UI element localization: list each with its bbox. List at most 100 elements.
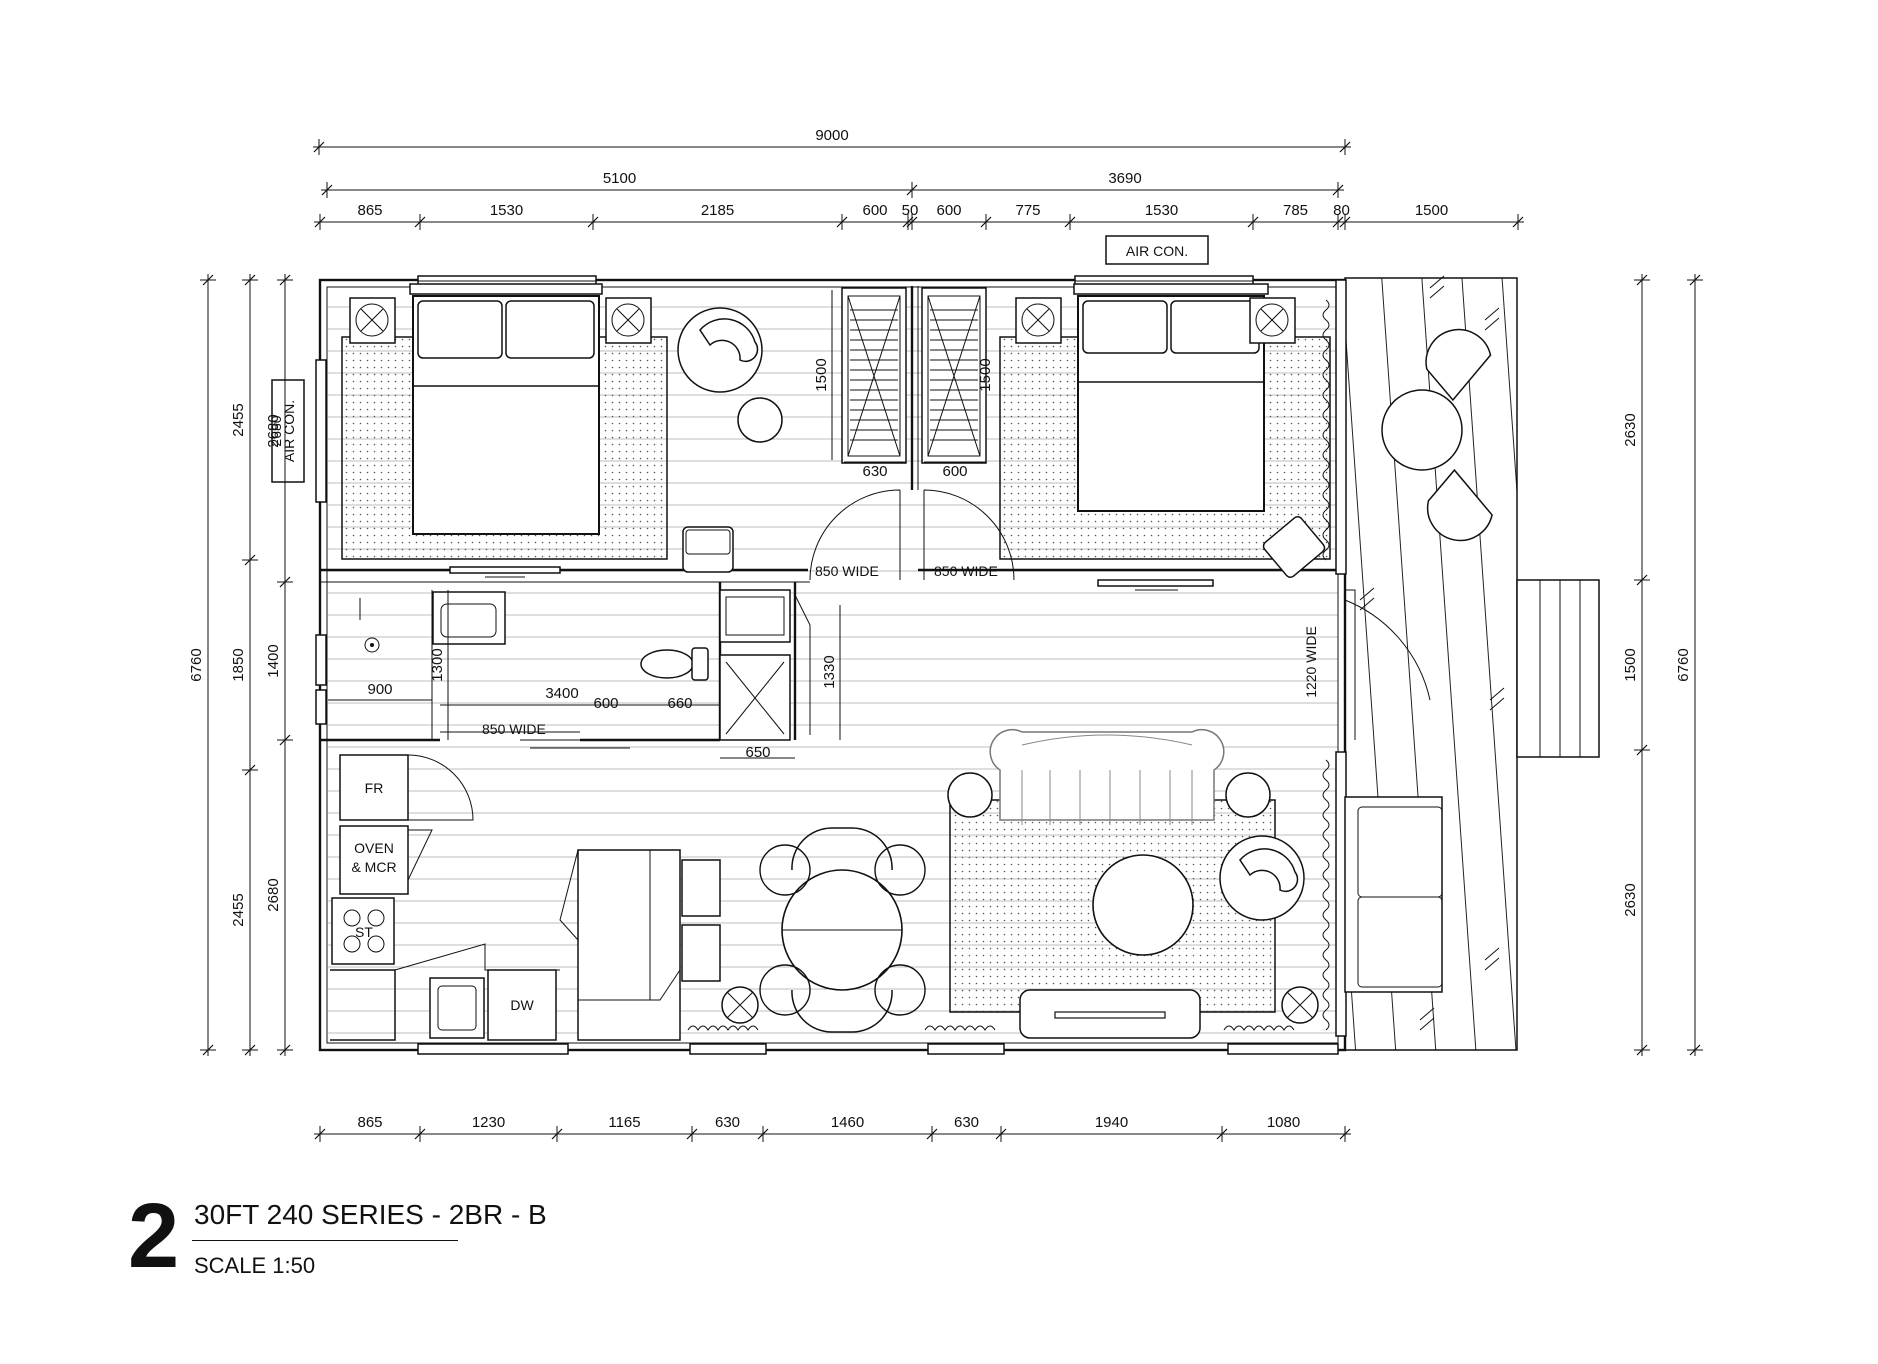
dim-top-segment: 600 (936, 202, 961, 219)
deck-steps (1516, 579, 1600, 758)
dim-wardrobe-width: 630 (862, 463, 887, 480)
dishwasher-label: DW (510, 997, 534, 1013)
dim-right-zone: 2630 (1622, 883, 1639, 916)
dim-wardrobe-width: 600 (942, 463, 967, 480)
dim-cupboard-depth: 1330 (821, 655, 838, 688)
dim-bottom-segment: 630 (954, 1114, 979, 1131)
cooktop (331, 897, 395, 965)
dim-wardrobe-depth: 1500 (977, 358, 994, 391)
dim-bath-width: 900 (367, 681, 392, 698)
dim-bottom-segment: 865 (357, 1114, 382, 1131)
dim-right-overall: 6760 (1675, 648, 1692, 681)
dim-top-segment: 865 (357, 202, 382, 219)
dim-top-segment: 600 (862, 202, 887, 219)
side-table-icon (1225, 772, 1271, 818)
entry-door: 1220 WIDE (1303, 589, 1431, 740)
door-bath-label: 850 WIDE (482, 721, 546, 737)
floor-lamp-icon (1281, 986, 1319, 1024)
dim-left-overall: 6760 (188, 648, 205, 681)
fridge (339, 754, 409, 821)
bar-stool (681, 859, 721, 917)
coffee-table-icon (1092, 854, 1194, 956)
kitchen: FR OVEN & MCR ST DW (330, 754, 721, 1041)
dim-left-zone: 2455 (230, 893, 247, 926)
dim-top-segment: 50 (902, 202, 919, 219)
outdoor-chair-icon (1426, 468, 1493, 542)
dim-bath-segment: 660 (667, 695, 692, 712)
outdoor-bench-icon (1344, 796, 1443, 993)
dim-right-zone: 1500 (1622, 648, 1639, 681)
dim-bottom-segment: 1230 (472, 1114, 505, 1131)
dim-left-inner: 1400 (265, 644, 282, 677)
armchair-icon (677, 307, 763, 393)
living-rug (949, 799, 1276, 1013)
dim-overall-width: 9000 (815, 127, 848, 144)
dim-top-segment: 1500 (1415, 202, 1448, 219)
door-entry-label: 1220 WIDE (1303, 626, 1319, 698)
tv-unit (1019, 989, 1201, 1039)
kitchen-island (577, 849, 681, 1041)
bathroom: 850 WIDE (359, 589, 811, 749)
dining-chair-icon (759, 827, 926, 1033)
dim-bottom-segment: 1165 (608, 1114, 640, 1131)
dim-top-segment: 1530 (1145, 202, 1178, 219)
dimension-lines: 9000 5100 3690 865 1530 2185 600 50 600 775 1530 78… (188, 127, 1703, 1142)
drawing-scale: SCALE 1:50 (194, 1253, 316, 1278)
dim-bath-segment: 600 (593, 695, 618, 712)
armchair-icon (1219, 835, 1305, 921)
dim-top-segment: 1530 (490, 202, 523, 219)
oven-label-2: & MCR (351, 859, 396, 875)
dim-left-inner: 2680 (265, 878, 282, 911)
dim-upper-group: 3690 (1108, 170, 1141, 187)
dim-bottom-segment: 1080 (1267, 1114, 1300, 1131)
door-bed1-label: 850 WIDE (815, 563, 879, 579)
dim-right-zone: 2630 (1622, 413, 1639, 446)
side-table-icon (947, 772, 993, 818)
dim-bottom-segment: 1940 (1095, 1114, 1128, 1131)
bar-stool (681, 924, 721, 982)
dim-left-inner: 2680 (265, 414, 282, 447)
dim-bottom-segment: 630 (715, 1114, 740, 1131)
outdoor-table-icon (1381, 389, 1463, 471)
dim-top-segment: 80 (1333, 202, 1350, 219)
dim-bath-run: 3400 (545, 685, 578, 702)
bedside-lamp-icon (1015, 297, 1062, 344)
title-underline (192, 1240, 458, 1241)
sofa-icon (989, 729, 1225, 825)
desk-chair-icon (1262, 516, 1326, 578)
floor-lamp-icon (721, 986, 759, 1024)
bedside-lamp-icon (605, 297, 652, 344)
vanity-basin-icon (432, 591, 506, 645)
outdoor-chair-icon (1425, 328, 1492, 402)
deck-furniture (1344, 328, 1493, 993)
dim-wardrobe-depth: 1500 (813, 358, 830, 391)
dim-top-segment: 785 (1283, 202, 1308, 219)
wardrobes (841, 287, 987, 464)
dim-bottom-segment: 1460 (831, 1114, 864, 1131)
dim-top-segment: 2185 (701, 202, 734, 219)
living-room (947, 729, 1330, 1039)
dishwasher (487, 969, 557, 1041)
door-bed2-label: 850 WIDE (934, 563, 998, 579)
dim-upper-group: 5100 (603, 170, 636, 187)
drawing-title: 30FT 240 SERIES - 2BR - B (194, 1199, 547, 1230)
fridge-label: FR (365, 780, 384, 796)
stove-label: ST (355, 924, 373, 940)
aircon-left-dim: 2680 (268, 415, 284, 446)
bedroom-doors: 850 WIDE 850 WIDE (809, 489, 1015, 581)
dim-bath-depth: 1300 (429, 648, 446, 681)
toilet-icon (640, 647, 709, 681)
aircon-top-label: AIR CON. (1126, 243, 1188, 259)
desk-chair-icon (682, 526, 734, 573)
oven-label-1: OVEN (354, 840, 394, 856)
wall-tv (1097, 579, 1214, 587)
dim-left-zone: 1850 (230, 648, 247, 681)
dim-cupboard-width: 650 (745, 744, 770, 761)
wall-tv (449, 566, 561, 574)
drawing-number: 2 (128, 1185, 180, 1287)
oven (339, 825, 409, 895)
side-table-icon (737, 397, 783, 443)
bedside-lamp-icon (349, 297, 396, 344)
dim-top-segment: 775 (1015, 202, 1040, 219)
